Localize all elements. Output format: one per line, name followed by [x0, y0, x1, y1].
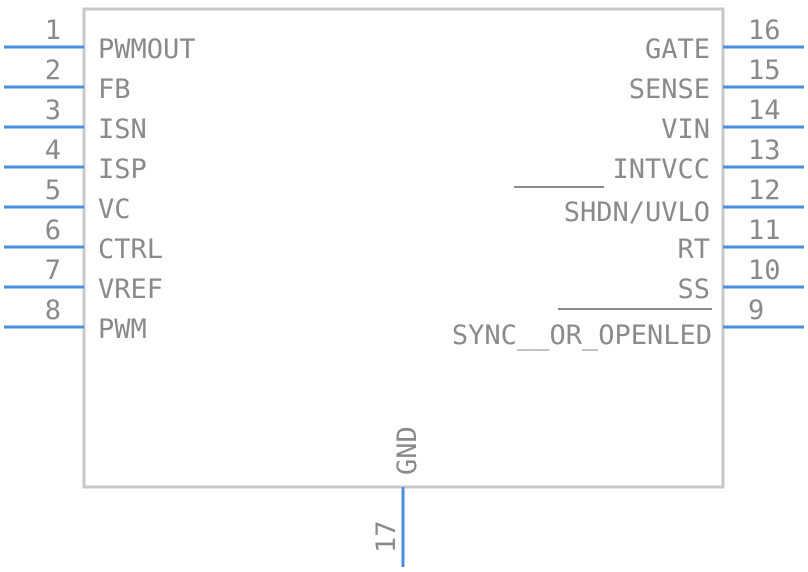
right-pin-13[interactable]: 13 INTVCC	[612, 135, 804, 185]
left-pin-7[interactable]: 7 VREF	[4, 255, 163, 305]
pin-number: 7	[45, 255, 61, 286]
right-pin-15[interactable]: 15 SENSE	[629, 55, 804, 105]
right-pin-11[interactable]: 11 RT	[677, 215, 804, 265]
pin-number: 1	[45, 15, 61, 46]
pin-number: 12	[748, 175, 781, 206]
bottom-pin-17[interactable]: GND 17	[371, 426, 423, 567]
component-body	[82, 7, 725, 489]
pin-number: 3	[45, 95, 61, 126]
pin-number: 9	[748, 295, 764, 326]
pin-number: 15	[748, 55, 781, 86]
pin-label: GND	[392, 426, 423, 475]
right-pin-14[interactable]: 14 VIN	[661, 95, 804, 145]
pin-number: 4	[45, 135, 61, 166]
pin-label: SHDN/UVLO	[564, 197, 710, 228]
pin-number: 11	[748, 215, 781, 246]
pin-label: VREF	[98, 274, 163, 305]
pin-label: PWMOUT	[98, 34, 196, 65]
pin-label: VIN	[661, 114, 710, 145]
pin-label: ISP	[98, 154, 147, 185]
pin-number: 8	[45, 295, 61, 326]
pin-number: 10	[748, 255, 781, 286]
pin-label: ISN	[98, 114, 147, 145]
right-pin-16[interactable]: 16 GATE	[645, 15, 804, 65]
pin-label: RT	[677, 234, 710, 265]
right-pin-12[interactable]: 12 SHDN/UVLO	[514, 175, 804, 228]
left-pin-4[interactable]: 4 ISP	[4, 135, 147, 185]
pin-label: PWM	[98, 314, 147, 345]
pin-label: SENSE	[629, 74, 710, 105]
pin-label: INTVCC	[612, 154, 710, 185]
pin-number: 17	[371, 520, 402, 553]
pin-label: SS	[677, 274, 710, 305]
left-pin-3[interactable]: 3 ISN	[4, 95, 147, 145]
pin-label: SYNC__OR_OPENLED	[452, 320, 712, 351]
left-pin-8[interactable]: 8 PWM	[4, 295, 147, 345]
pin-number: 13	[748, 135, 781, 166]
pin-number: 16	[748, 15, 781, 46]
pin-label: GATE	[645, 34, 710, 65]
left-pin-5[interactable]: 5 VC	[4, 175, 131, 225]
pin-number: 2	[45, 55, 61, 86]
right-pin-10[interactable]: 10 SS	[677, 255, 804, 305]
left-pin-6[interactable]: 6 CTRL	[4, 215, 163, 265]
pin-number: 14	[748, 95, 781, 126]
pin-label: FB	[98, 74, 131, 105]
pin-number: 5	[45, 175, 61, 206]
pin-label: VC	[98, 194, 131, 225]
right-pin-9[interactable]: 9 SYNC__OR_OPENLED	[452, 295, 804, 351]
left-pin-2[interactable]: 2 FB	[4, 55, 131, 105]
pin-label: CTRL	[98, 234, 163, 265]
pin-number: 6	[45, 215, 61, 246]
left-pin-1[interactable]: 1 PWMOUT	[4, 15, 196, 65]
